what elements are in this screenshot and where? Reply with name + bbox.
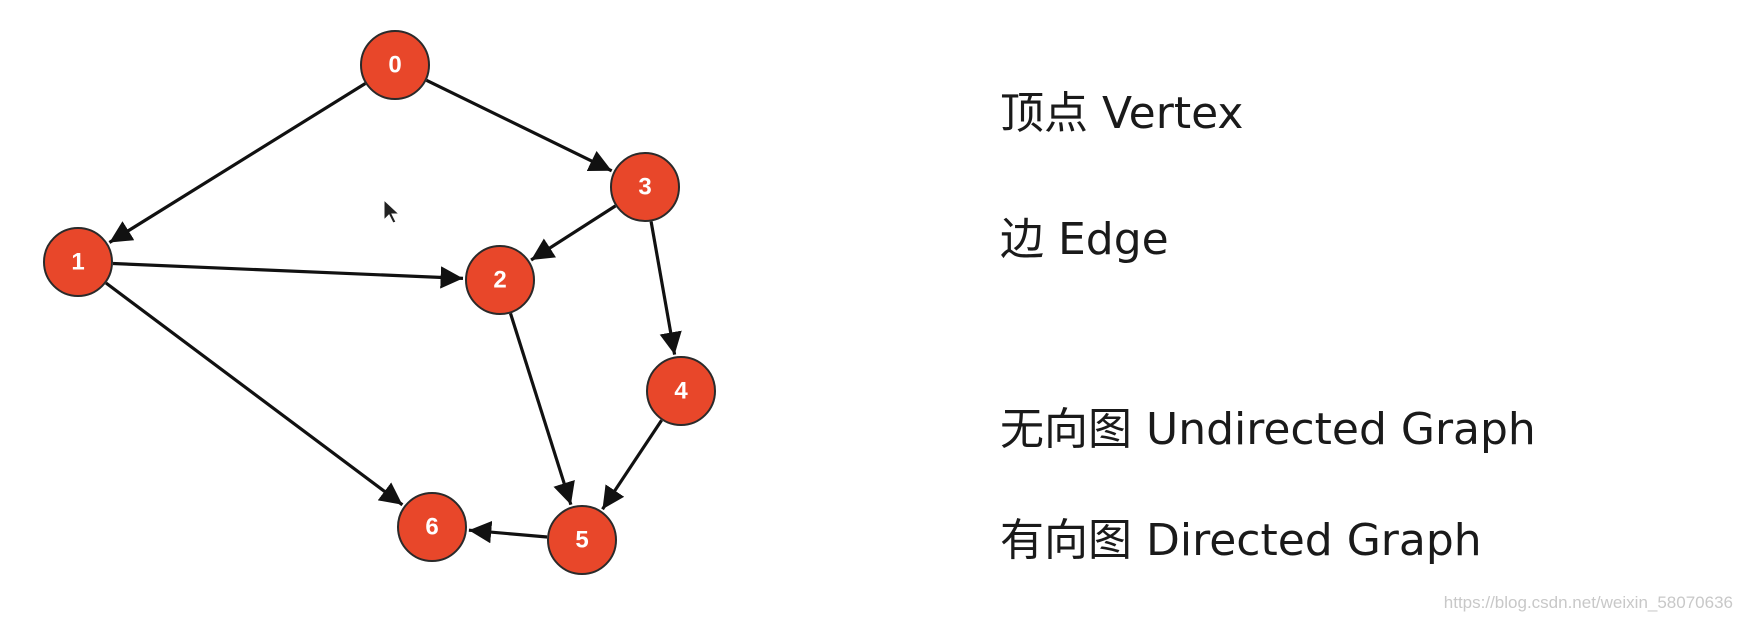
edge-1-to-2 [112, 261, 464, 289]
vertices: 0 1 2 3 4 5 6 [43, 30, 716, 575]
vertex-6: 6 [397, 492, 467, 562]
vertex-circle [610, 152, 680, 222]
vertex-circle [397, 492, 467, 562]
vertex-4: 4 [646, 356, 716, 426]
directed-graph-diagram: 0 1 2 3 4 5 6 [43, 30, 716, 575]
vertex-label: 4 [674, 377, 688, 404]
vertex-0: 0 [360, 30, 430, 100]
edge-4-to-5 [601, 419, 663, 511]
vertex-label: 3 [638, 173, 651, 200]
edge-2-to-5 [508, 312, 575, 506]
cursor-icon [383, 198, 401, 224]
vertex-label: 1 [71, 248, 84, 275]
vertex-label: 5 [575, 526, 588, 553]
edge-1-to-6 [105, 281, 404, 507]
term-directed-graph: 有向图 Directed Graph [1000, 515, 1482, 566]
edge-5-to-6 [468, 520, 548, 544]
term-vertex: 顶点 Vertex [1000, 88, 1244, 139]
vertex-5: 5 [547, 505, 617, 575]
vertex-circle [360, 30, 430, 100]
vertex-circle [547, 505, 617, 575]
vertex-2: 2 [465, 245, 535, 315]
vertex-circle [465, 245, 535, 315]
vertex-3: 3 [610, 152, 680, 222]
edge-0-to-3 [425, 78, 613, 173]
vertex-label: 2 [493, 266, 506, 293]
vertex-circle [646, 356, 716, 426]
edges [105, 78, 682, 544]
edge-3-to-2 [530, 204, 617, 262]
edge-3-to-4 [649, 221, 682, 355]
vertex-label: 0 [388, 51, 401, 78]
vertex-label: 6 [425, 513, 438, 540]
term-edge: 边 Edge [1000, 214, 1169, 265]
watermark: https://blog.csdn.net/weixin_58070636 [1443, 593, 1733, 612]
vertex-1: 1 [43, 227, 113, 297]
edge-0-to-1 [108, 82, 367, 244]
vertex-circle [43, 227, 113, 297]
term-undirected-graph: 无向图 Undirected Graph [1000, 404, 1536, 455]
